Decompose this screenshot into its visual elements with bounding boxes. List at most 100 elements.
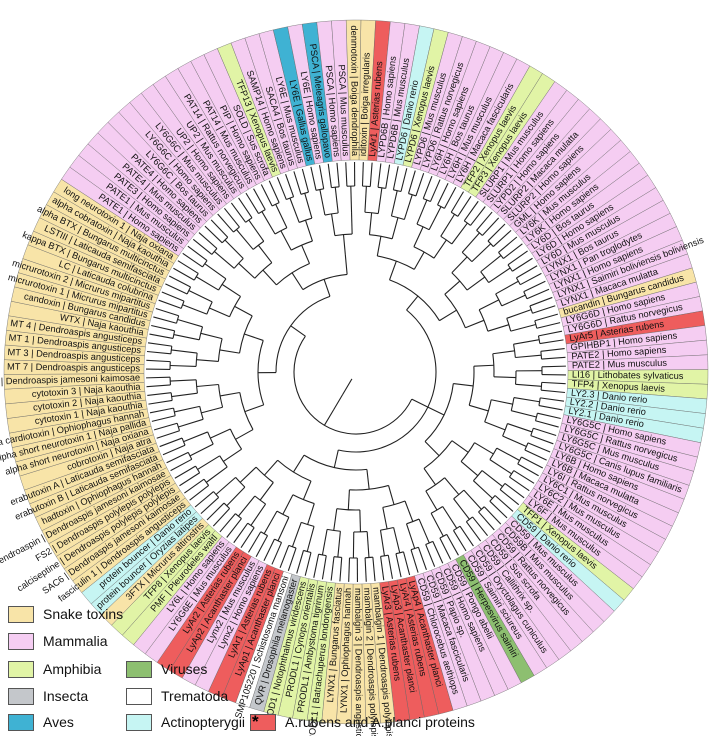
branch bbox=[439, 310, 456, 320]
branch bbox=[260, 483, 273, 501]
branch bbox=[150, 408, 174, 413]
branch bbox=[264, 539, 275, 561]
branch bbox=[331, 557, 334, 581]
branch bbox=[535, 421, 558, 427]
branch bbox=[294, 171, 301, 194]
branch bbox=[378, 163, 381, 187]
branch bbox=[146, 377, 170, 378]
branch bbox=[322, 529, 327, 555]
branch bbox=[264, 511, 277, 534]
branch bbox=[172, 393, 198, 396]
branch bbox=[169, 276, 190, 287]
branch bbox=[445, 478, 459, 495]
branch bbox=[338, 531, 341, 557]
branch bbox=[149, 334, 173, 338]
branch bbox=[170, 366, 196, 367]
branch bbox=[424, 468, 436, 484]
branch bbox=[429, 207, 441, 230]
branch bbox=[206, 467, 227, 482]
branch bbox=[283, 495, 293, 515]
branch bbox=[365, 186, 366, 212]
branch bbox=[409, 171, 416, 194]
branch bbox=[264, 460, 277, 475]
branch bbox=[465, 320, 484, 327]
branch bbox=[236, 230, 253, 250]
branch bbox=[322, 556, 326, 580]
branch bbox=[515, 355, 541, 357]
branch bbox=[152, 416, 175, 422]
branch bbox=[431, 513, 443, 536]
branch bbox=[278, 517, 289, 541]
branch bbox=[171, 459, 192, 470]
branch bbox=[531, 436, 554, 444]
branch bbox=[297, 550, 304, 573]
branch bbox=[388, 555, 392, 579]
branch bbox=[496, 281, 519, 294]
branch bbox=[370, 163, 372, 187]
branch bbox=[367, 469, 369, 489]
branch bbox=[156, 309, 179, 316]
branch bbox=[490, 460, 512, 474]
branch bbox=[503, 436, 527, 446]
branch bbox=[524, 281, 546, 291]
branch bbox=[324, 410, 333, 425]
branch bbox=[165, 284, 187, 294]
branch bbox=[335, 187, 338, 213]
branch bbox=[542, 357, 566, 359]
branch bbox=[485, 422, 506, 430]
branch bbox=[479, 300, 499, 310]
branch bbox=[272, 542, 282, 564]
branch bbox=[381, 556, 384, 580]
branch bbox=[383, 507, 387, 529]
branch bbox=[151, 325, 174, 330]
branch bbox=[251, 504, 266, 525]
branch bbox=[245, 405, 264, 412]
branch bbox=[521, 457, 542, 468]
branch bbox=[425, 442, 439, 456]
branch bbox=[528, 443, 550, 452]
branch bbox=[292, 522, 301, 546]
branch bbox=[469, 405, 488, 411]
branch bbox=[225, 240, 243, 258]
branch bbox=[452, 223, 468, 244]
branch bbox=[334, 394, 343, 409]
branch bbox=[302, 169, 308, 192]
branch bbox=[443, 506, 457, 528]
branch bbox=[261, 185, 272, 206]
branch bbox=[258, 245, 271, 262]
branch bbox=[147, 385, 171, 387]
branch bbox=[254, 189, 266, 210]
branch bbox=[377, 236, 381, 256]
branch bbox=[441, 214, 455, 236]
branch bbox=[157, 431, 180, 439]
branch bbox=[281, 231, 291, 250]
branch bbox=[227, 487, 245, 506]
branch bbox=[220, 350, 240, 353]
branch bbox=[511, 324, 536, 331]
branch bbox=[532, 306, 555, 314]
branch bbox=[394, 528, 400, 553]
branch bbox=[305, 193, 312, 218]
branch bbox=[537, 413, 560, 418]
branch bbox=[426, 544, 435, 566]
branch bbox=[196, 360, 218, 362]
branch bbox=[430, 180, 440, 202]
branch bbox=[239, 263, 255, 278]
branch bbox=[386, 165, 390, 189]
branch bbox=[320, 165, 324, 189]
branch bbox=[527, 289, 549, 298]
branch bbox=[201, 407, 222, 413]
branch bbox=[540, 340, 564, 344]
branch bbox=[214, 251, 234, 268]
branch bbox=[445, 281, 460, 294]
branch bbox=[390, 261, 397, 280]
branch bbox=[154, 423, 177, 430]
branch bbox=[197, 385, 219, 387]
branch bbox=[514, 471, 534, 484]
branch bbox=[452, 257, 467, 273]
branch bbox=[360, 510, 361, 532]
branch bbox=[525, 450, 547, 460]
branch bbox=[276, 204, 287, 227]
leaf-label: denmotoxin | Boiga dendrophila bbox=[349, 25, 360, 156]
